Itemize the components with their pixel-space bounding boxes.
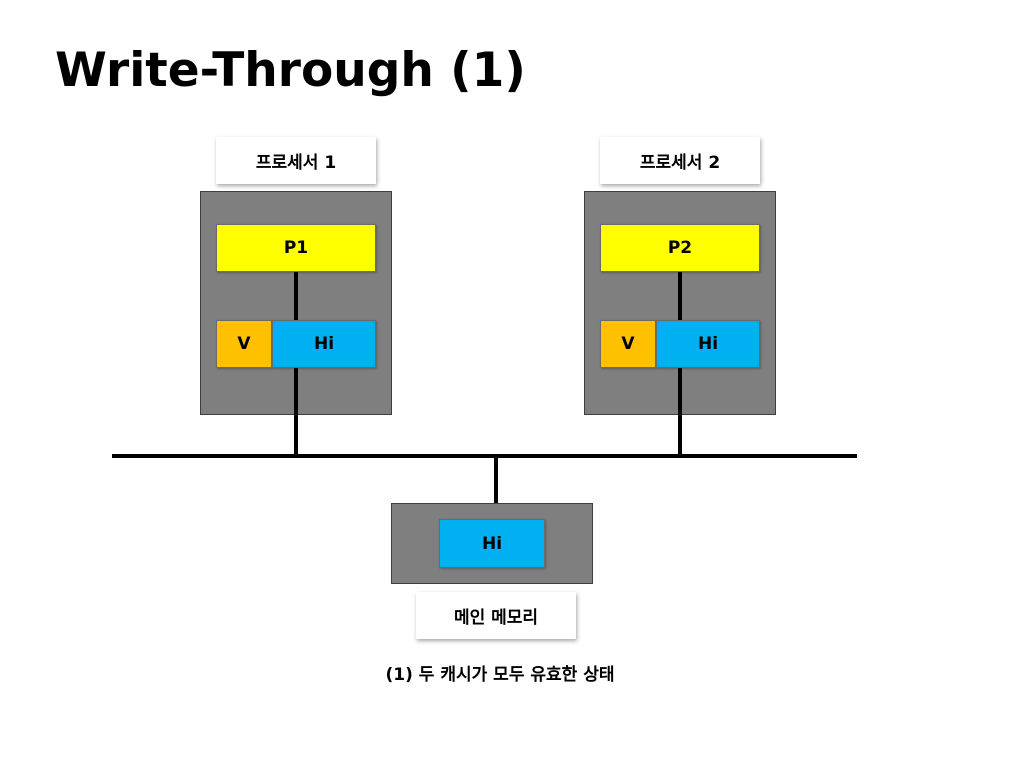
processor-1-label: 프로세서 1	[216, 137, 376, 184]
main-memory-label: 메인 메모리	[416, 592, 576, 639]
processor-2-label: 프로세서 2	[600, 137, 760, 184]
slide-title: Write-Through (1)	[55, 43, 526, 98]
processor-1-cache-state: V	[216, 320, 272, 368]
processor-2-cache-value: Hi	[656, 320, 760, 368]
diagram-caption: (1) 두 캐시가 모두 유효한 상태	[385, 665, 615, 685]
memory-bus-connector	[494, 456, 498, 504]
processor-2-cache-state: V	[600, 320, 656, 368]
main-memory-value: Hi	[439, 519, 545, 568]
processor-2-core: P2	[600, 224, 760, 272]
processor-1-cache-value: Hi	[272, 320, 376, 368]
system-bus	[112, 454, 857, 458]
processor-1-core: P1	[216, 224, 376, 272]
